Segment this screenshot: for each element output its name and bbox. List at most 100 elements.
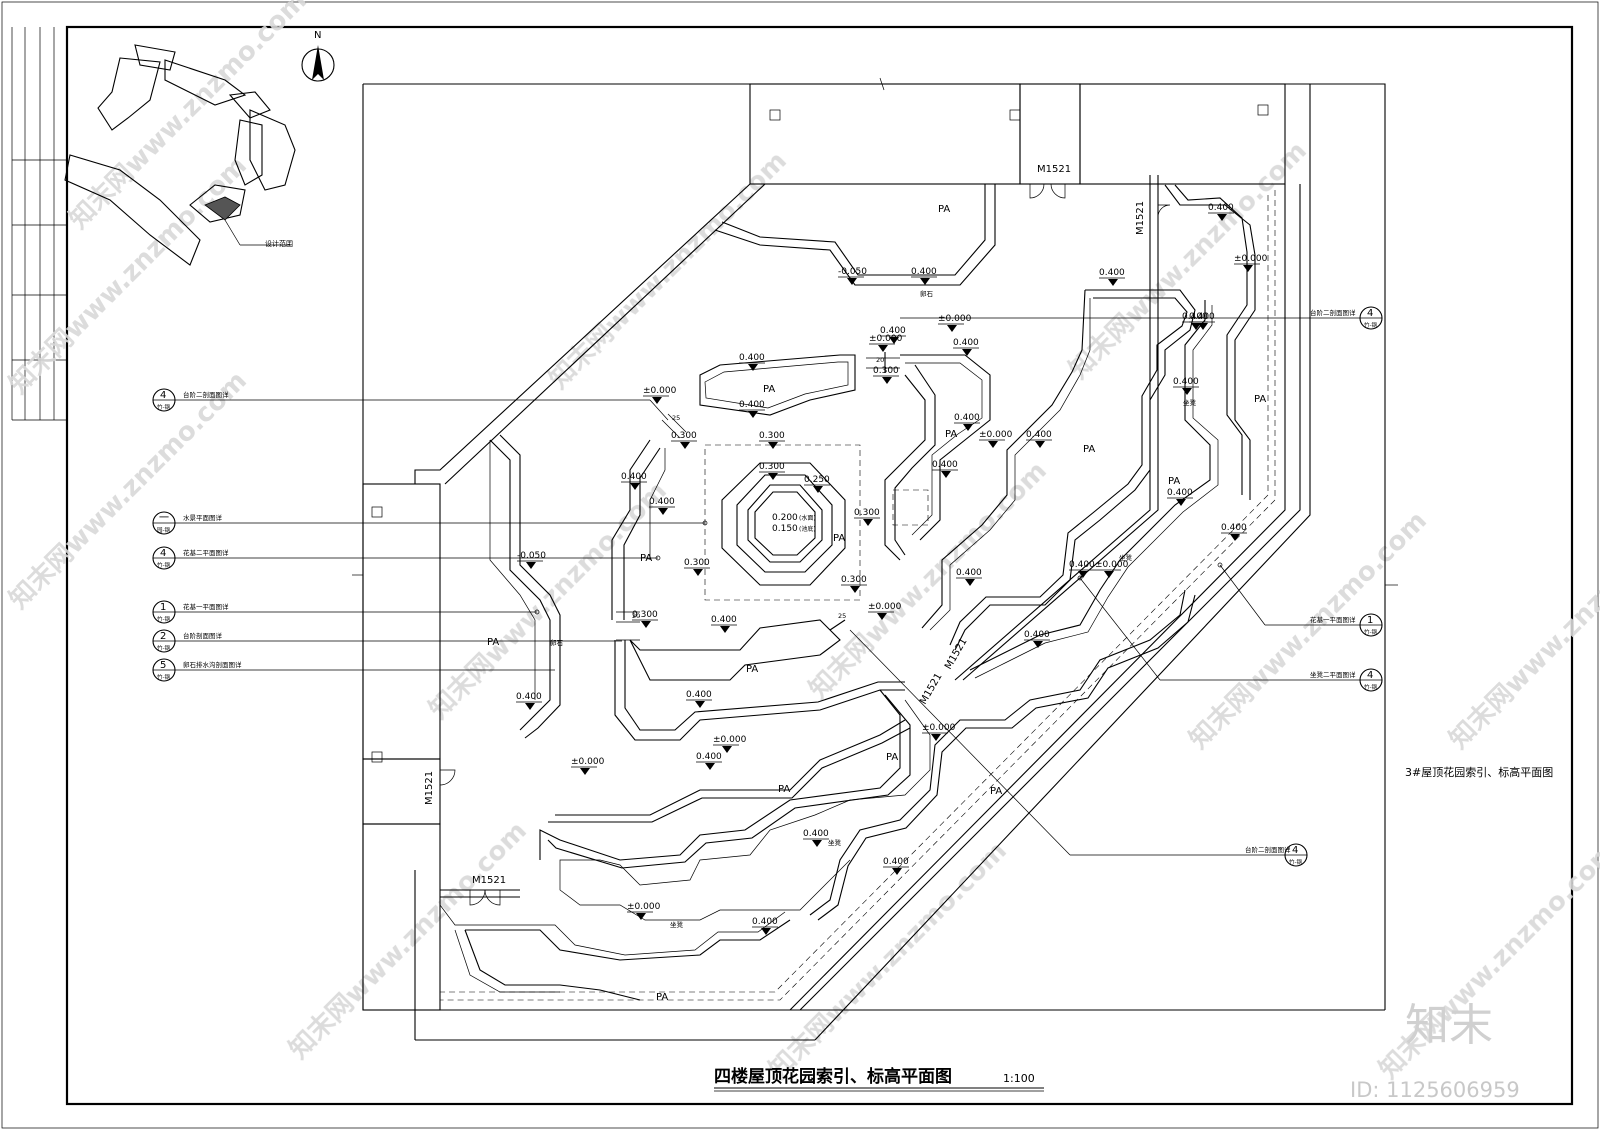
elevation-value: 0.300 [873,366,899,376]
callout-number: 4 [1292,845,1298,856]
feature-label: 坐凳 [1183,398,1197,407]
callout-label: 花基一平面图详 [1310,615,1356,624]
callout-label: 台阶剖面图详 [183,631,223,640]
elevation-triangle [1243,265,1253,272]
watermark: 知末网www.znzmo.com [1444,506,1600,755]
elevation-marker: ±0.000 [938,314,972,332]
elevation-triangle [1182,388,1192,395]
water-level: 0.200 [772,513,798,523]
north-arrow: N [301,30,335,82]
side-title: 3#屋顶花园索引、标高平面图 [1405,765,1553,779]
elevation-marker: ±0.000 [1095,560,1129,578]
elevation-marker: 0.400 [1173,377,1199,395]
elevation-value: 0.400 [1208,203,1234,213]
elevation-marker: 0.400 [1167,488,1193,506]
dim-mark: 25 [838,612,846,620]
elevation-value: 0.400 [1167,488,1193,498]
elevation-value: 0.400 [1069,560,1095,570]
steps: 20 25 20 25 [616,352,900,641]
area-label: PA [778,784,790,795]
elevation-triangle [1035,441,1045,448]
elevation-value: 0.400 [953,338,979,348]
north-label: N [314,30,321,41]
dim-mark: 25 [672,414,680,422]
feature-label: 坐凳 [670,920,684,929]
elevation-value: 0.300 [854,508,880,518]
elevation-marker: 0.400 [752,917,778,935]
elevation-marker: 0.400 [953,338,979,356]
elevation-value: ±0.000 [869,334,903,344]
elevation-triangle [1078,571,1088,578]
elevation-marker: 0.400 [711,615,737,633]
elevation-value: 0.400 [621,472,647,482]
callout-bubble: 1 竹-钢 花基一平面图详 [1310,613,1383,637]
brand-logo: 知末 [1405,1000,1493,1051]
elevation-value: 0.400 [1026,430,1052,440]
elevation-value: 0.400 [956,568,982,578]
feature-label: 坐凳 [1119,553,1133,562]
elevation-value: 0.400 [880,326,906,336]
elevation-marker: 0.400 [696,752,722,770]
elevation-triangle [962,349,972,356]
callout-label: 花基二平面图详 [183,548,229,557]
elevation-triangle [882,377,892,384]
elevation-triangle [580,768,590,775]
elevation-marker: ±0.000 [869,334,903,352]
elevation-triangle [1191,323,1201,330]
elevation-marker: 0.300 [759,462,785,480]
watermark-layer: 知末网www.znzmo.com 知末网www.znzmo.com 知末网www… [4,0,1600,1085]
leader-lines [175,77,1398,856]
drawing-title: 四楼屋顶花园索引、标高平面图 [714,1066,952,1087]
elevation-triangle [652,397,662,404]
callout-bubble: 4 竹-钢 台阶二剖面图详 [152,388,229,412]
callout-sheet: 竹-钢 [1289,858,1302,866]
callout-label: 台阶二剖面图详 [1310,308,1356,317]
elevation-marker: 0.400 [1182,312,1208,330]
elevation-value: 0.300 [632,610,658,620]
elevation-marker: ±0.000 [713,735,747,753]
elevation-triangle [748,411,758,418]
elevation-marker: 0.400 [1208,203,1234,221]
callout-bubble: 4 竹-钢 台阶二剖面图详 [1310,306,1383,330]
elevation-value: ±0.000 [571,757,605,767]
elevation-triangle [705,763,715,770]
elevation-triangle [850,586,860,593]
elevation-triangle [761,928,771,935]
elevation-triangle [878,345,888,352]
elevation-marker: 0.300 [671,431,697,449]
watermark: 知末网www.znzmo.com [424,476,673,725]
area-label: PA [1168,476,1180,487]
elevation-triangle [630,483,640,490]
water-note: (水面) [799,514,816,522]
feature-label: 坐凳 [828,838,842,847]
pond-levels: 0.200 (水面) 0.150 (池底) [772,513,816,534]
elevation-value: 0.400 [752,917,778,927]
elevation-triangle [641,621,651,628]
callout-label: 花基一平面图详 [183,602,229,611]
elevation-value: 0.400 [711,615,737,625]
callout-sheet: 竹-钢 [1364,683,1377,691]
elevation-value: 0.400 [883,857,909,867]
elevation-value: 0.400 [954,413,980,423]
area-label: PA [640,553,652,564]
elevation-triangle [768,473,778,480]
door-label: M1521 [1037,164,1071,175]
elevation-value: 0.300 [684,558,710,568]
elevation-marker: 0.400 [739,353,765,371]
callout-bubble: 4 竹-钢 花基二平面图详 [152,546,229,570]
callout-label: 坐凳二平面图详 [1310,670,1356,679]
elevation-value: 0.400 [686,690,712,700]
elevation-value: ±0.000 [868,602,902,612]
callout-number: 4 [160,390,166,401]
elevation-value: 0.400 [1221,523,1247,533]
callout-number: 1 [160,602,166,613]
callout-sheet: 园-钢 [157,526,170,534]
elevation-triangle [693,569,703,576]
callout-bubble: 5 竹-钢 卵石排水沟剖面图详 [152,658,242,682]
elevation-value: 0.300 [759,431,785,441]
area-label: PA [746,664,758,675]
elevation-triangle [847,278,857,285]
callout-bubble: 1 竹-钢 花基一平面图详 [152,600,229,624]
elevation-triangle [892,868,902,875]
elevation-marker: 0.400 [880,326,906,344]
